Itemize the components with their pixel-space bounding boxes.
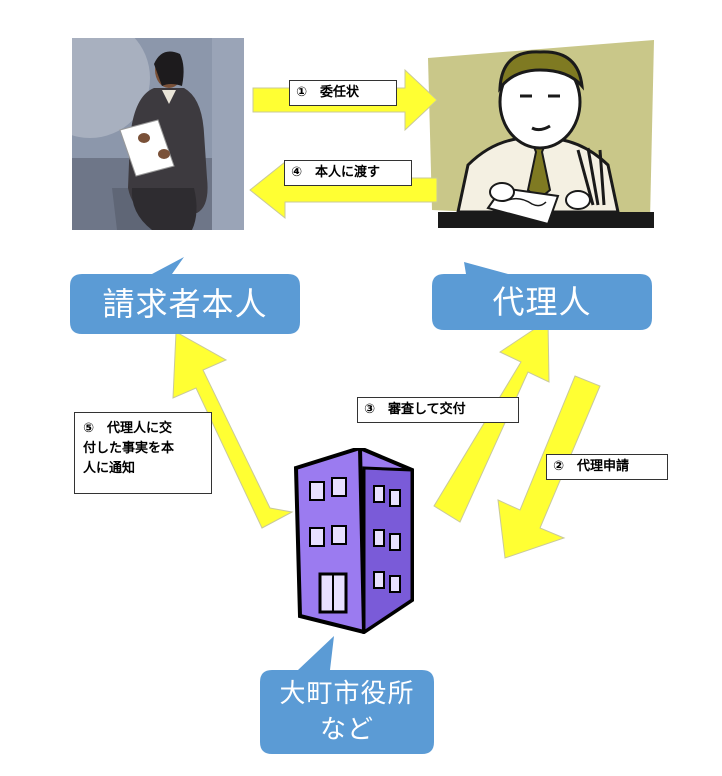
office-building-icon [293,448,414,634]
label-step4: ④ 本人に渡す [284,160,412,186]
man-writing-icon [428,40,654,228]
label-step5-line3: 人に通知 [83,461,136,476]
label-step5-line1: ⑤ 代理人に交 [83,421,173,436]
label-step5-line2: 付した事実を本 [83,441,175,456]
callout-office-text: 大町市役所 など [260,676,434,748]
callout-agent-text: 代理人 [492,283,592,321]
callout-office-line2: など [319,715,374,745]
label-step3: ③ 審査して交付 [357,397,519,423]
callout-agent-shape [432,262,652,330]
woman-reading-document-icon [72,38,244,230]
callout-requester-text: 請求者本人 [102,285,268,323]
label-step1: ① 委任状 [289,80,397,106]
callout-requester-shape [70,257,300,334]
label-step5: ⑤ 代理人に交 付した事実を本 人に通知 [74,412,212,494]
label-step2: ② 代理申請 [546,454,668,480]
callout-office-shape [260,636,434,754]
callout-office-line1: 大町市役所 [279,679,415,709]
